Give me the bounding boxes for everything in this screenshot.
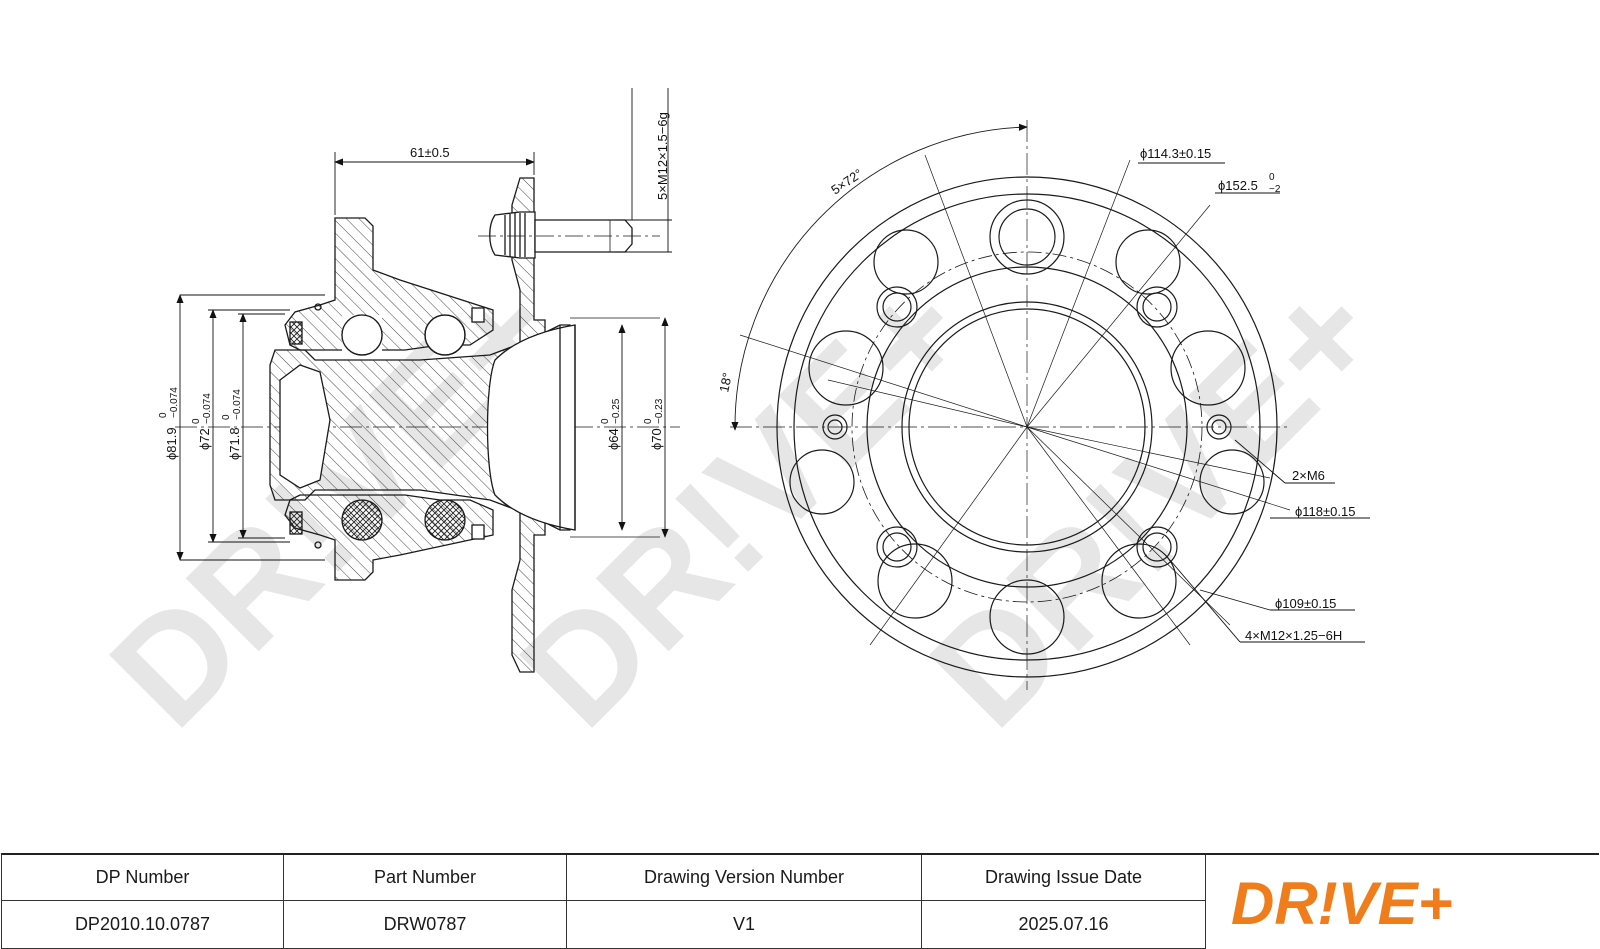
dim-dia-81-9-tol-lo: −0.074: [169, 387, 180, 418]
dim-offset-angle: 18°: [716, 371, 735, 393]
dim-dia-72-tol-up: 0: [191, 418, 202, 424]
dim-dia-81-9-tol-up: 0: [158, 412, 169, 418]
dim-dia-64-tol-up: 0: [600, 418, 611, 424]
dim-dia-81-9: ϕ81.9: [164, 427, 179, 460]
front-view: [730, 120, 1291, 690]
dim-pcd-118: ϕ118±0.15: [1295, 504, 1355, 519]
dim-width-61: 61±0.5: [410, 145, 450, 160]
technical-drawing: DR!VE+ DR!VE+ DR!VE+: [79, 88, 1410, 758]
side-view-labels: 61±0.5 5×M12×1.5−6g ϕ81.9 0 −0.074 ϕ72 0…: [158, 112, 670, 460]
dim-dia-64: ϕ64: [606, 428, 621, 450]
dim-holes-m6: 2×M6: [1292, 468, 1325, 483]
dim-dia-152-tol-lo: −2: [1269, 184, 1281, 195]
front-view-leaders: [1138, 162, 1370, 643]
dim-stud-thread: 5×M12×1.5−6g: [655, 112, 670, 200]
dim-dia-64-tol-lo: −0.25: [611, 398, 622, 424]
value-dp-number: DP2010.10.0787: [1, 901, 284, 949]
watermark-group: DR!VE+ DR!VE+ DR!VE+: [79, 247, 1410, 758]
dim-dia-72-tol-lo: −0.074: [202, 393, 213, 424]
dim-dia-72: ϕ72: [197, 428, 212, 450]
dim-dia-152: ϕ152.5: [1218, 178, 1258, 193]
header-issue-date: Drawing Issue Date: [922, 855, 1206, 901]
side-section-view: [175, 177, 680, 673]
value-issue-date: 2025.07.16: [922, 901, 1206, 949]
header-version: Drawing Version Number: [567, 855, 922, 901]
value-version: V1: [567, 901, 922, 949]
dim-dia-71-8-tol-lo: −0.074: [232, 389, 243, 420]
dim-dia-70-tol-lo: −0.23: [654, 398, 665, 424]
logo-text: DR!VE+: [1231, 870, 1453, 937]
drive-logo: DR!VE+: [1231, 870, 1453, 937]
value-part-number: DRW0787: [284, 901, 567, 949]
dim-dia-70: ϕ70: [649, 428, 664, 450]
dim-bolts-m12: 4×M12×1.25−6H: [1245, 628, 1342, 643]
dim-dia-71-8: ϕ71.8: [227, 427, 242, 460]
dim-dia-152-tol-up: 0: [1269, 172, 1275, 183]
dim-pcd-109: ϕ109±0.15: [1275, 596, 1336, 611]
dim-dia-71-8-tol-up: 0: [221, 414, 232, 420]
dim-dia-70-tol-up: 0: [643, 418, 654, 424]
dim-pcd-114: ϕ114.3±0.15: [1140, 146, 1211, 161]
watermark-right: DR!VE+: [899, 247, 1410, 758]
side-view-dimensions: [176, 88, 672, 561]
front-view-labels: 5×72° 18° ϕ114.3±0.15 ϕ152.5 0 −2 2×M6 ϕ…: [716, 146, 1355, 643]
header-dp-number: DP Number: [1, 855, 284, 901]
logo-cell: DR!VE+: [1206, 855, 1599, 949]
title-block: DP Number Part Number Drawing Version Nu…: [1, 853, 1599, 949]
header-part-number: Part Number: [284, 855, 567, 901]
